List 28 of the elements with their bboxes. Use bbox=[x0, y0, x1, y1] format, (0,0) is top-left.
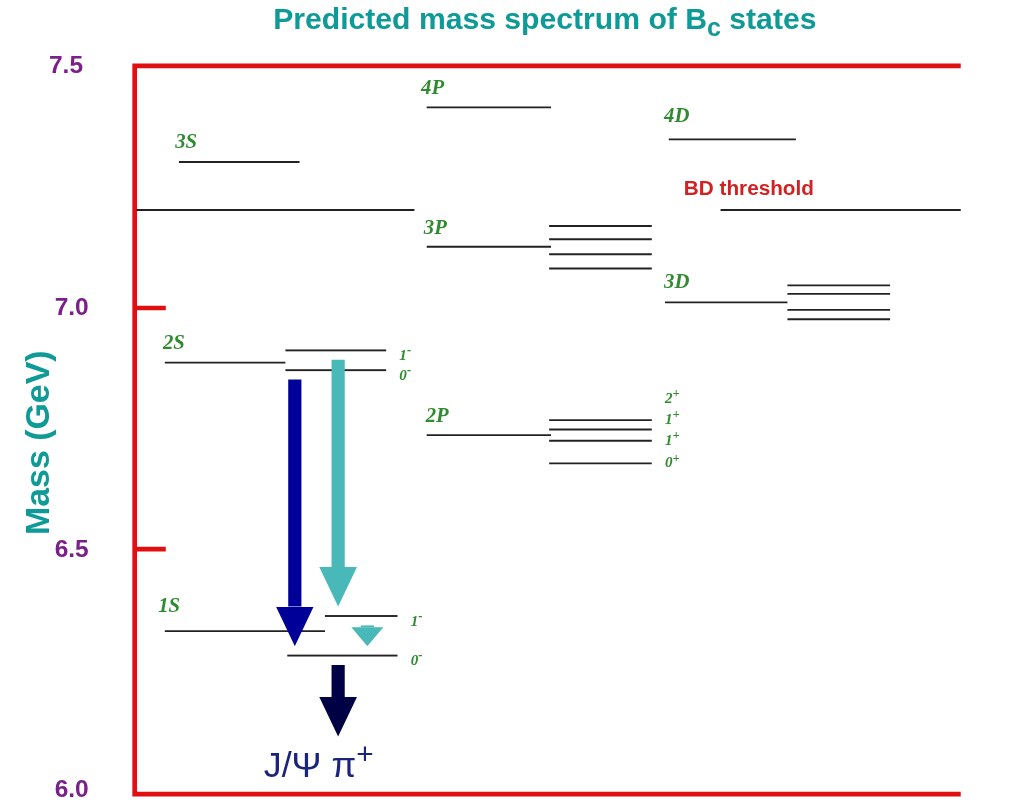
tick-label: 7.0 bbox=[54, 292, 89, 322]
quantum-number-label: 0$^{-}$ bbox=[410, 648, 423, 670]
decay-products-label: J/Ψ π$^{+}$ bbox=[263, 736, 374, 786]
transition-arrow bbox=[351, 625, 384, 647]
transition-arrow bbox=[319, 359, 357, 607]
quantum-number-label: 1$^{+}$ bbox=[665, 427, 680, 449]
level-label: 4D bbox=[664, 103, 690, 129]
quantum-number-label: 0$^{-}$ bbox=[399, 362, 412, 384]
tick-label: 6.5 bbox=[54, 534, 89, 564]
chart-title: Predicted mass spectrum of B$_{c}$ states bbox=[273, 1, 817, 43]
axis-title: Mass (GeV) bbox=[17, 350, 58, 536]
level-label: 3D bbox=[664, 269, 690, 294]
level-label: 3P bbox=[423, 214, 447, 240]
tick-label: 6.0 bbox=[54, 774, 89, 804]
threshold-label: BD threshold bbox=[683, 176, 814, 201]
level-label: 3S bbox=[175, 129, 198, 154]
level-label: 2S bbox=[162, 329, 185, 355]
level-label: 2P bbox=[425, 403, 449, 428]
level-label: 4P bbox=[421, 75, 445, 100]
transition-arrow bbox=[276, 379, 314, 647]
quantum-number-label: 1$^{+}$ bbox=[665, 406, 680, 428]
tick-label: 7.5 bbox=[49, 50, 84, 81]
level-label: 1S bbox=[158, 593, 181, 618]
quantum-number-label: 1$^{-}$ bbox=[399, 342, 412, 364]
quantum-number-label: 1$^{-}$ bbox=[410, 608, 423, 630]
quantum-number-label: 0$^{+}$ bbox=[665, 450, 680, 472]
transition-arrow bbox=[319, 665, 357, 737]
quantum-number-label: 2$^{+}$ bbox=[665, 386, 680, 408]
